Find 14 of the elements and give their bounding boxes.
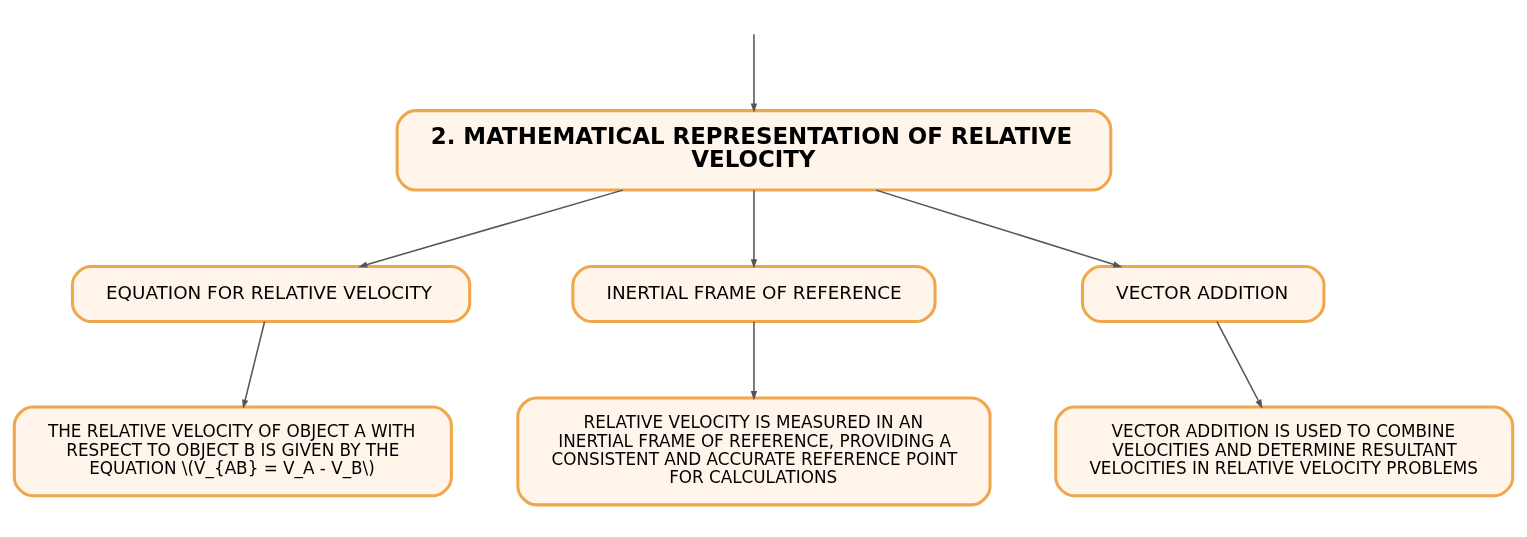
arrow (875, 188, 1123, 267)
arrow (358, 188, 624, 268)
node-box: VECTOR ADDITION IS USED TO COMBINE VELOCITIES AND DETERMINE RESULTANT VELOCITIES IN RELATIVE VELOCITY PROBLEMS (1054, 405, 1515, 497)
node-box: VECTOR ADDITION (1080, 264, 1326, 323)
arrow (750, 320, 758, 400)
node-box: 2. MATHEMATICAL REPRESENTATION OF RELATIVE VELOCITY (395, 108, 1113, 192)
arrow (750, 33, 758, 113)
node-box: EQUATION FOR RELATIVE VELOCITY (70, 264, 472, 323)
node-box: INERTIAL FRAME OF REFERENCE (571, 264, 937, 323)
node-box: RELATIVE VELOCITY IS MEASURED IN AN INERTIAL FRAME OF REFERENCE, PROVIDING A CONSISTENT AND ACCURATE REFERENCE POINT FOR CALCULATIONS (516, 395, 992, 506)
arrow (1216, 320, 1263, 409)
arrow (750, 189, 758, 268)
node-box: THE RELATIVE VELOCITY OF OBJECT A WITH RESPECT TO OBJECT B IS GIVEN BY THE EQUATION \(V_{AB} = V_A - V_B\) (12, 405, 453, 497)
arrow (242, 320, 266, 409)
